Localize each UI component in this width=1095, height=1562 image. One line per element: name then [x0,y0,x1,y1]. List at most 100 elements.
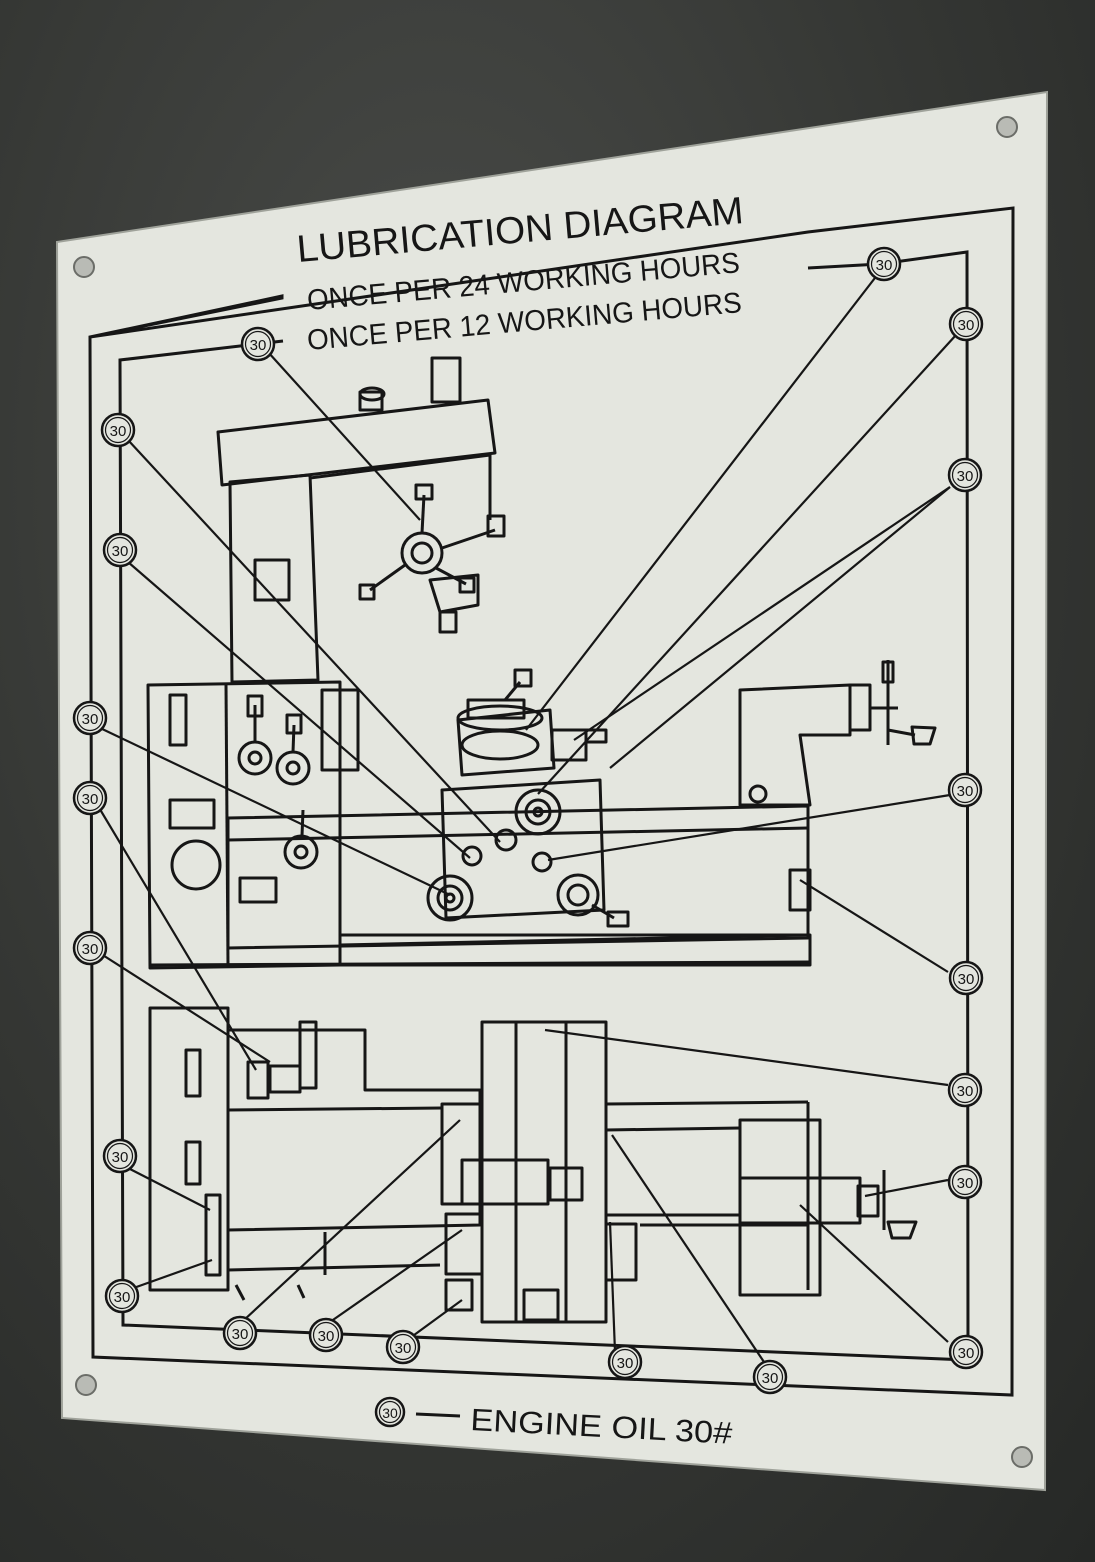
marker-inner-ring [951,1076,979,1104]
marker-label: 30 [395,1340,412,1357]
oil-point-marker: 30 [947,1072,983,1108]
marker-label: 30 [82,941,99,958]
rivets [73,116,1033,1468]
marker-ring-icon [948,306,984,342]
oil-point-marker: 30 [240,326,276,362]
marker-inner-ring [952,1338,980,1366]
marker-inner-ring [226,1319,254,1347]
oil-point-marker: 30 [308,1317,344,1353]
marker-inner-ring [389,1333,417,1361]
oil-point-marker: 30 [947,772,983,808]
marker-label: 30 [112,1149,129,1166]
marker-label: 30 [617,1355,634,1372]
oil-point-marker: 30 [948,1334,984,1370]
marker-label: 30 [250,337,267,354]
oil-point-marker: 30 [102,1138,138,1174]
marker-ring-icon [102,1138,138,1174]
marker-inner-ring [76,784,104,812]
marker-label: 30 [82,711,99,728]
oil-point-marker: 30 [947,457,983,493]
marker-label: 30 [762,1370,779,1387]
marker-inner-ring [104,416,132,444]
marker-inner-ring [106,536,134,564]
metal-plate [55,90,1049,1492]
marker-ring-icon [752,1359,788,1395]
oil-point-marker: 30 [104,1278,140,1314]
oil-markers: 30 30 30 30 30 30 30 30 30 30 30 30 30 30 30 30 30 30 30 30… [72,246,984,1395]
marker-label: 30 [318,1328,335,1345]
marker-ring-icon [72,700,108,736]
rivet-icon [73,256,95,278]
marker-inner-ring [952,310,980,338]
marker-ring-icon [948,960,984,996]
marker-inner-ring [76,934,104,962]
footer-marker-inner-ring [378,1400,402,1424]
marker-inner-ring [106,1142,134,1170]
marker-inner-ring [951,1168,979,1196]
marker-ring-icon [100,412,136,448]
marker-ring-icon [947,1072,983,1108]
oil-point-marker: 30 [752,1359,788,1395]
oil-point-marker: 30 [72,700,108,736]
rivet-icon [75,1374,97,1396]
marker-label: 30 [958,1345,975,1362]
oil-point-marker: 30 [72,780,108,816]
oil-point-marker: 30 [100,412,136,448]
marker-ring-icon [72,930,108,966]
marker-inner-ring [76,704,104,732]
lathe-mill-drawing [146,356,937,970]
footer-dash [415,1412,461,1418]
marker-label: 30 [958,317,975,334]
footer-marker-icon [374,1396,406,1428]
marker-inner-ring [951,776,979,804]
outer-border-24h [88,206,1015,1397]
marker-inner-ring [951,461,979,489]
rivet-icon [1011,1446,1033,1468]
marker-ring-icon [607,1344,643,1380]
marker-ring-icon [947,772,983,808]
marker-label: 30 [82,791,99,808]
oil-point-marker: 30 [947,1164,983,1200]
marker-ring-icon [866,246,902,282]
marker-label: 30 [958,971,975,988]
footer-marker-label: 30 [382,1405,398,1421]
marker-ring-icon [104,1278,140,1314]
marker-ring-icon [948,1334,984,1370]
marker-inner-ring [108,1282,136,1310]
marker-ring-icon [102,532,138,568]
marker-inner-ring [312,1321,340,1349]
marker-ring-icon [72,780,108,816]
marker-label: 30 [114,1289,131,1306]
marker-inner-ring [870,250,898,278]
marker-label: 30 [232,1326,249,1343]
marker-ring-icon [947,457,983,493]
marker-ring-icon [240,326,276,362]
marker-label: 30 [957,468,974,485]
oil-point-marker: 30 [948,960,984,996]
marker-label: 30 [957,1083,974,1100]
oil-point-marker: 30 [607,1344,643,1380]
marker-inner-ring [244,330,272,358]
marker-ring-icon [222,1315,258,1351]
marker-label: 30 [876,257,893,274]
rivet-icon [996,116,1018,138]
marker-ring-icon [947,1164,983,1200]
marker-inner-ring [756,1363,784,1391]
oil-point-marker: 30 [222,1315,258,1351]
marker-ring-icon [308,1317,344,1353]
marker-inner-ring [611,1348,639,1376]
marker-label: 30 [112,543,129,560]
oil-point-marker: 30 [385,1329,421,1365]
oil-point-marker: 30 [866,246,902,282]
marker-label: 30 [110,423,127,440]
leader-lines [97,273,957,1369]
marker-ring-icon [385,1329,421,1365]
marker-label: 30 [957,1175,974,1192]
top-view-drawing [148,1006,918,1324]
marker-inner-ring [952,964,980,992]
oil-point-marker: 30 [102,532,138,568]
oil-point-marker: 30 [72,930,108,966]
oil-point-marker: 30 [948,306,984,342]
marker-label: 30 [957,783,974,800]
